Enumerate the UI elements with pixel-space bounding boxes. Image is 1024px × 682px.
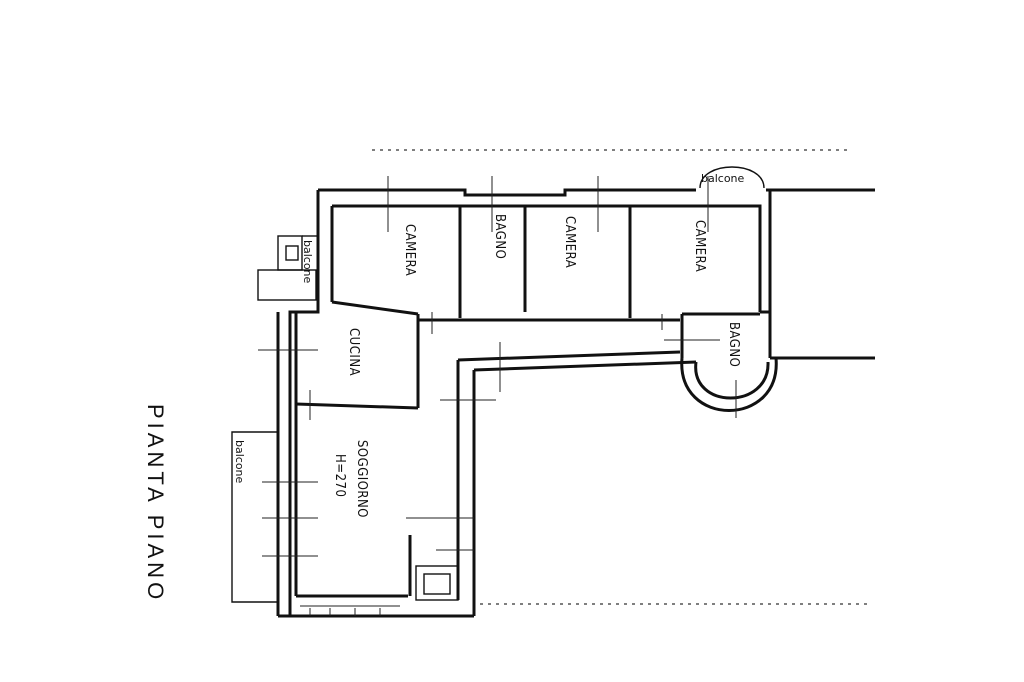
room-label-soggiorno: SOGGIORNO [354,440,369,518]
room-label-camera-2: CAMERA [562,216,577,268]
outer-walls [276,188,875,618]
room-label-camera-3: CAMERA [692,220,707,272]
interior-walls [295,206,760,596]
room-label-camera-1: CAMERA [402,224,417,276]
bay-curves [680,166,778,412]
room-height-label: H=270 [332,454,347,497]
balcony-label-left-upper: balcone [301,240,314,284]
bottom-details [300,565,870,616]
page-title: PIANTA PIANO [143,404,168,603]
balcony-left-upper [257,235,318,301]
balcony-label-top: balcone [701,172,745,185]
balcony-label-left-lower: balcone [233,440,246,484]
room-label-bagno-1: BAGNO [492,214,507,259]
crosshair-marks [258,176,737,557]
balcony-left-lower [231,431,278,603]
room-label-cucina: CUCINA [346,328,361,376]
room-label-bagno-2: BAGNO [726,322,741,367]
